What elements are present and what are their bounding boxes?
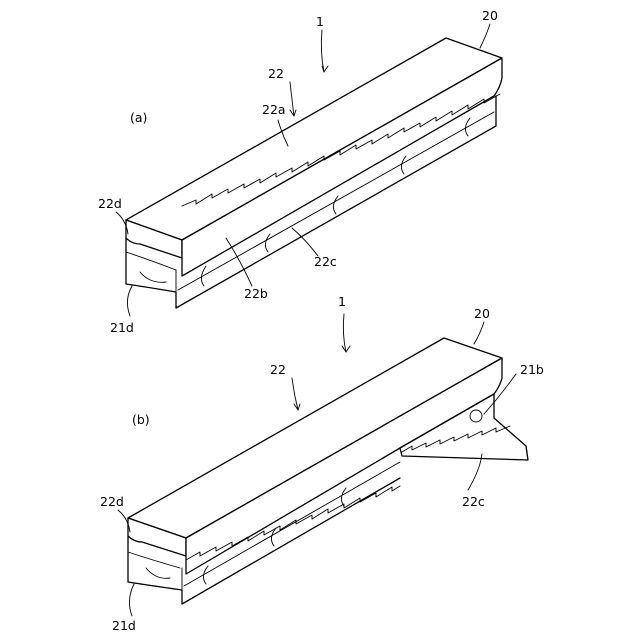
panel-b-label-22d: 22d: [100, 494, 124, 509]
panel-b-leader-1: [343, 314, 346, 352]
panel-a-finger-notch: [140, 272, 166, 282]
panel-a-drawing: [116, 24, 502, 316]
panel-b-drawing: [118, 314, 528, 616]
panel-a-label-22c: 22c: [314, 254, 337, 269]
panel-a-label-22d: 22d: [98, 196, 122, 211]
panel-b-lower-box-edge: [128, 552, 180, 568]
panel-a-cutout-2: [265, 234, 270, 252]
panel-a-leader-22c: [292, 228, 318, 256]
panel-b-label-20: 20: [474, 306, 490, 321]
panel-a-tag: (a): [130, 110, 147, 125]
panel-b-tag: (b): [132, 412, 150, 427]
panel-b-leader-21d: [129, 584, 134, 616]
panel-a-cutout-4: [401, 156, 406, 174]
panel-b-leader-20: [474, 322, 484, 344]
panel-b-label-1: 1: [338, 294, 346, 309]
panel-a-label-21d: 21d: [110, 320, 134, 335]
panel-a-label-22a: 22a: [262, 102, 286, 117]
panel-a-leader-21d: [127, 286, 132, 316]
panel-a-lower-box-edge: [126, 252, 176, 270]
panel-a-leader-20: [480, 24, 490, 48]
panel-a-cutout-3: [333, 196, 338, 214]
panel-b-label-21d: 21d: [112, 618, 136, 633]
panel-b-label-22: 22: [270, 362, 286, 377]
panel-b-finger-notch: [146, 568, 170, 578]
panel-b-cutout-3: [341, 488, 346, 506]
panel-a-label-1: 1: [316, 14, 324, 29]
panel-b-label-21b: 21b: [520, 362, 544, 377]
panel-a-label-22b: 22b: [244, 286, 268, 301]
panel-b-cutout-1: [203, 566, 208, 584]
panel-b-label-22c: 22c: [462, 494, 485, 509]
panel-b-leader-22c: [468, 454, 482, 490]
panel-a-label-22: 22: [268, 66, 284, 81]
panel-a-label-20: 20: [482, 8, 498, 23]
